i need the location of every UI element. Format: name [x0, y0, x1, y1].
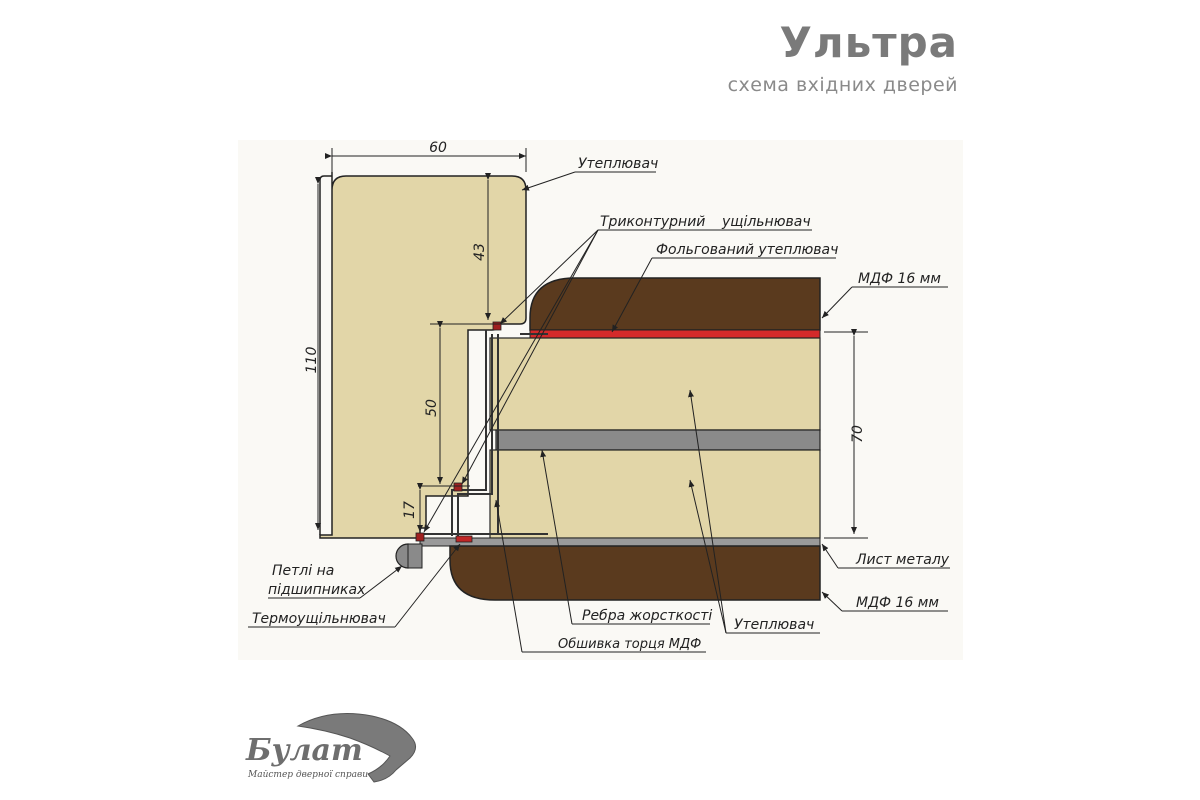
- hinge-plate: [407, 543, 423, 569]
- frame-lip: [319, 175, 332, 535]
- label-triple-seal-b: ущільнювач: [721, 214, 811, 230]
- label-hinges-line1: Петлі на: [272, 563, 334, 579]
- dim-height-total: 110: [304, 347, 320, 374]
- label-insulation-frame: Утеплювач: [578, 156, 658, 172]
- label-foil-insulation: Фольгований утеплювач: [656, 242, 838, 258]
- dim-width-top: 60: [429, 140, 447, 156]
- stiffening-rib: [495, 429, 821, 451]
- seal-bottom: [415, 532, 425, 542]
- brand-name: Булат: [245, 733, 363, 768]
- dim-door-thickness: 70: [850, 425, 866, 443]
- steel-profile-inner: [420, 333, 548, 535]
- thermo-seal-marker: [455, 535, 473, 543]
- page-subtitle: схема вхідних дверей: [727, 74, 958, 96]
- mdf-panel-top: [529, 277, 821, 331]
- dim-seg-middle: 50: [424, 399, 440, 417]
- dim-seg-lower: 17: [402, 501, 418, 519]
- label-insulation-door: Утеплювач: [734, 617, 814, 633]
- label-hinges-line2: підшипниках: [268, 582, 366, 598]
- dimension-lines: [315, 148, 868, 539]
- label-mdf-top: МДФ 16 мм: [858, 271, 941, 287]
- page-title: Ультра: [779, 18, 958, 67]
- foil-insulation-strip: [529, 329, 821, 339]
- seal-top: [492, 321, 502, 331]
- brand-logo: Булат Майстер дверної справи: [245, 713, 416, 783]
- label-triple-seal-a: Триконтурний: [600, 214, 705, 230]
- label-mdf-edge: Обшивка торця МДФ: [558, 637, 701, 652]
- label-metal-sheet: Лист металу: [855, 552, 950, 568]
- door-insulation-upper: [489, 337, 821, 431]
- panther-head-graphic: [296, 713, 416, 783]
- dim-seg-upper: 43: [472, 243, 488, 261]
- seal-middle: [453, 482, 463, 492]
- label-mdf-bottom: МДФ 16 мм: [856, 595, 939, 611]
- mdf-panel-bottom: [449, 545, 821, 601]
- metal-sheet: [419, 537, 821, 547]
- label-ribs: Ребра жорсткості: [582, 608, 712, 624]
- label-thermo-seal: Термоущільнювач: [252, 611, 386, 627]
- frame-insulation: [319, 172, 527, 539]
- leader-lines: [248, 171, 950, 653]
- door-insulation-lower: [489, 449, 821, 539]
- brand-tagline: Майстер дверної справи: [247, 770, 368, 780]
